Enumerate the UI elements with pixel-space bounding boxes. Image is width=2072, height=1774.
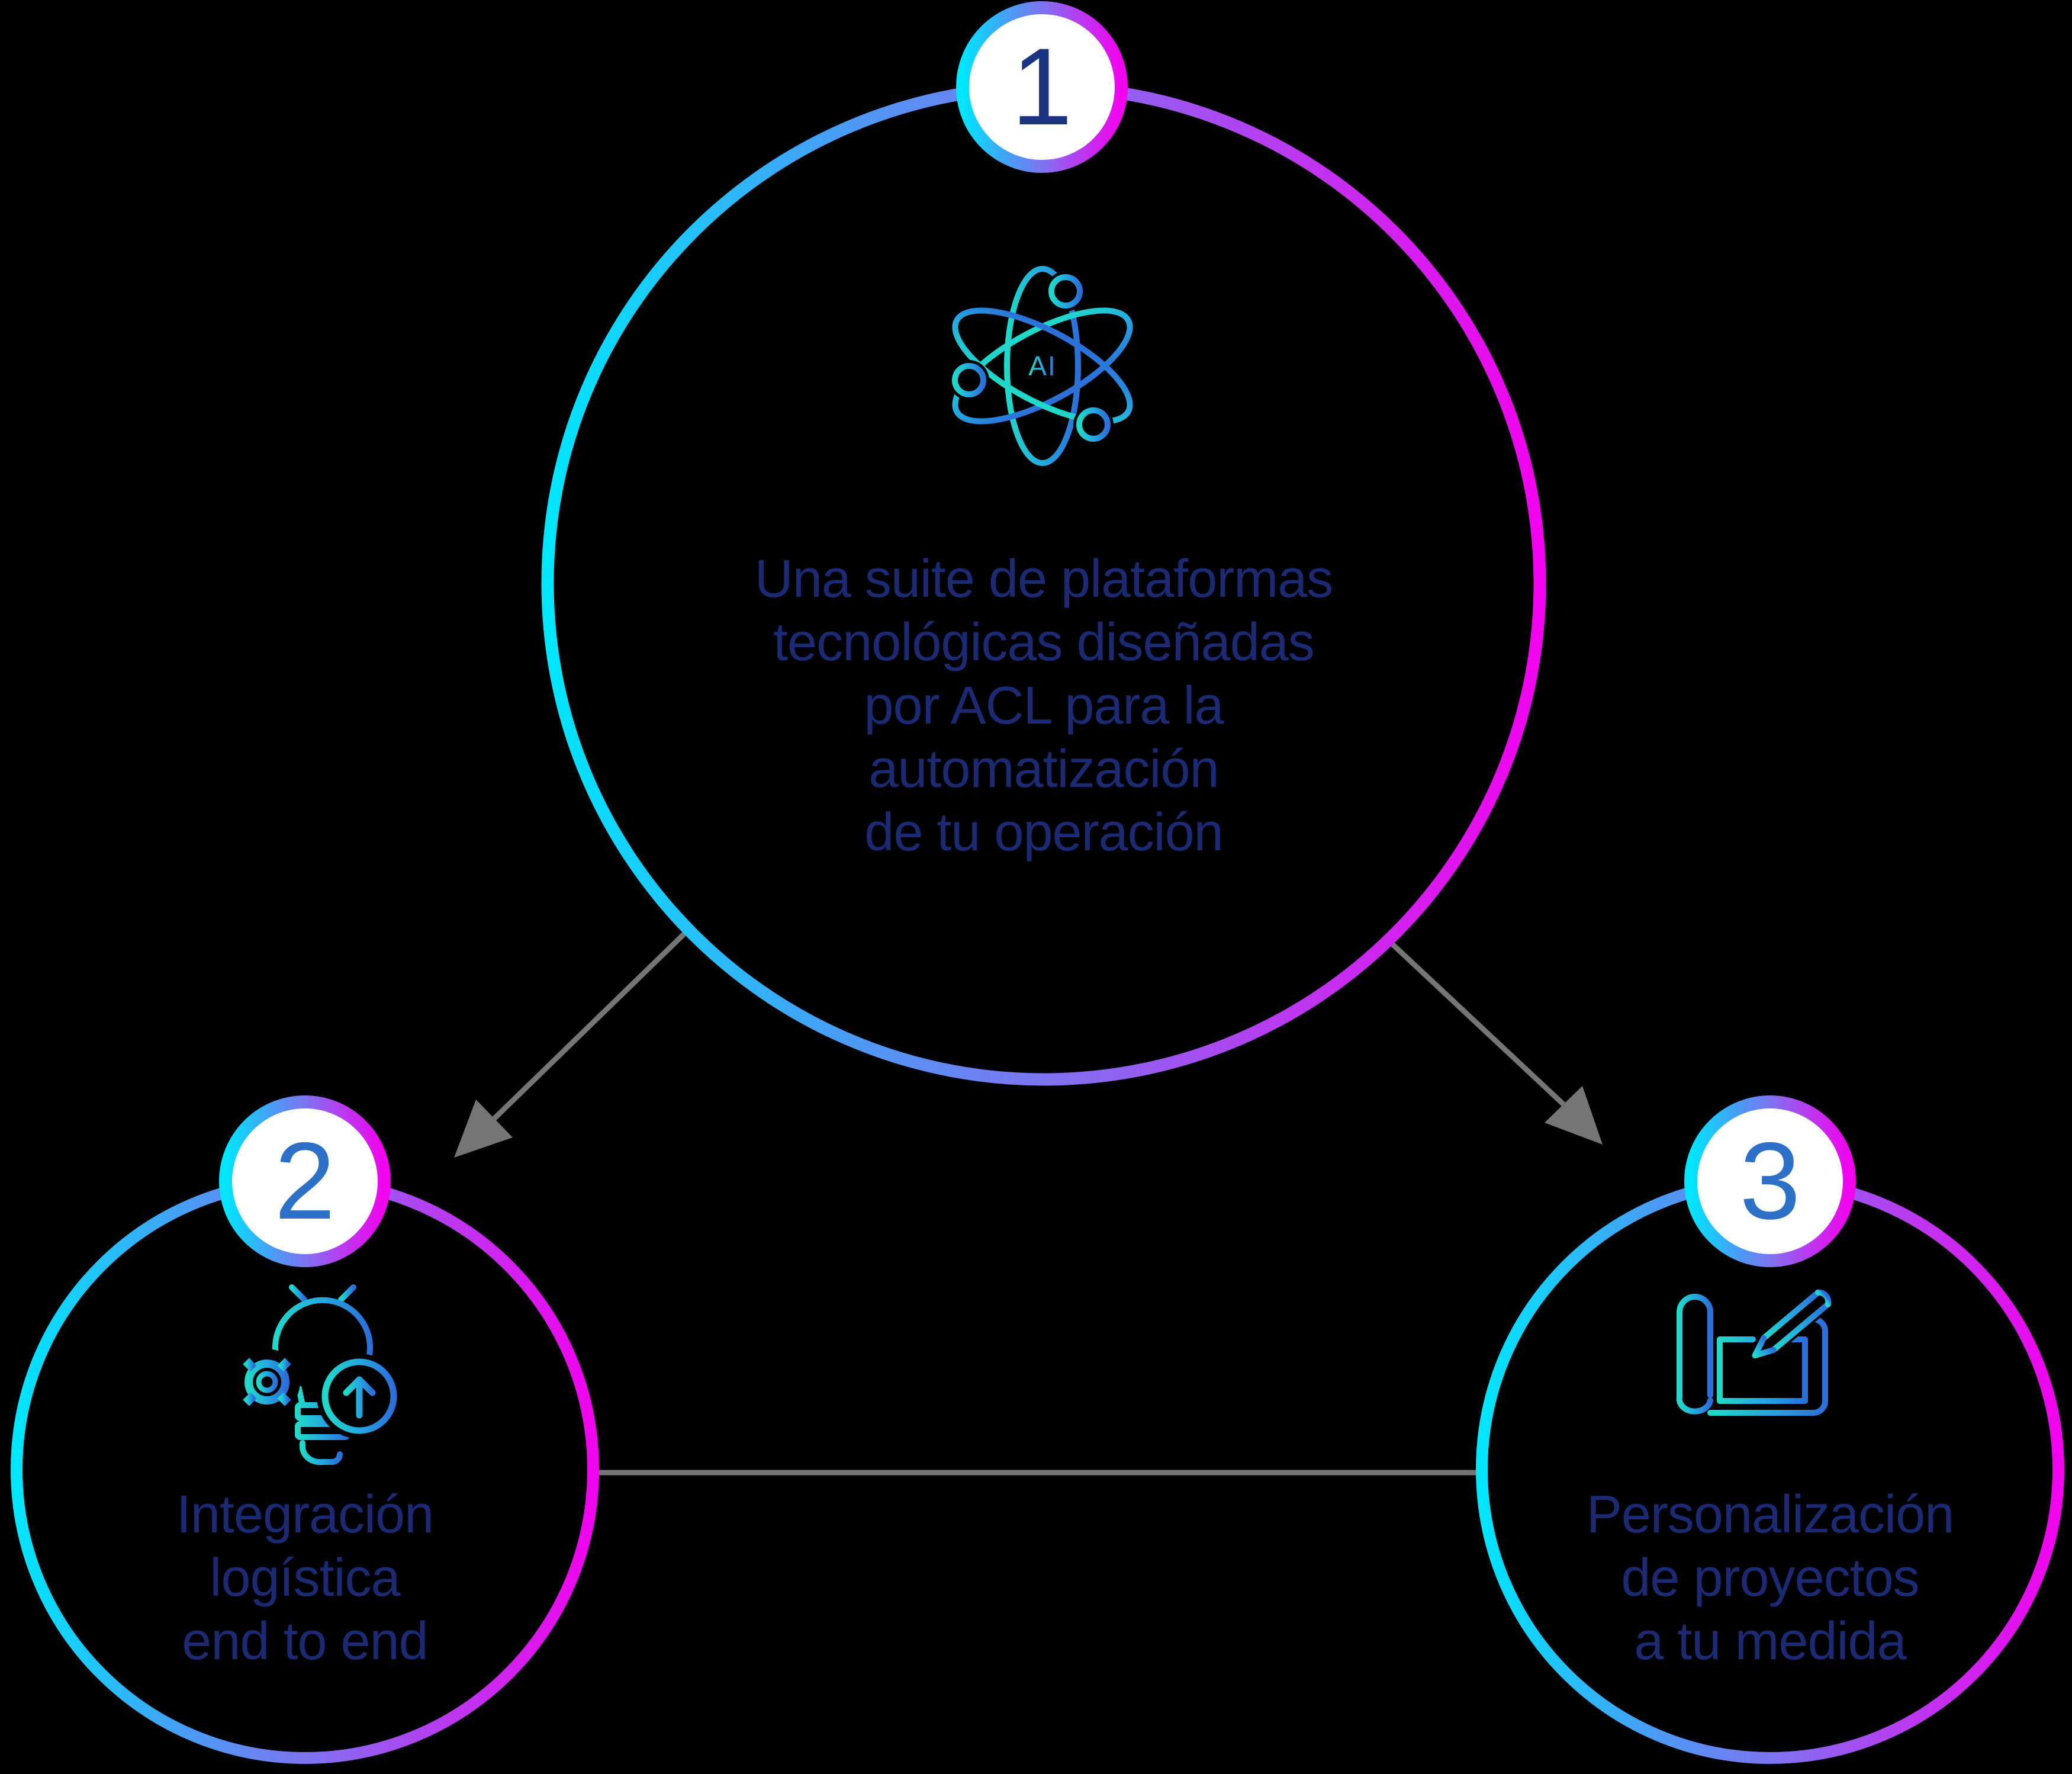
- bulb-base-cup: [299, 1440, 343, 1466]
- arrowhead-1-to-3: [1545, 1086, 1603, 1145]
- text-line: a tu medida: [1634, 1612, 1906, 1671]
- text-line: de proyectos: [1621, 1548, 1919, 1608]
- node3-description: Personalización de proyectos a tu medida: [1504, 1483, 2036, 1673]
- gear-tooth: [243, 1358, 257, 1372]
- gear-tooth: [277, 1392, 291, 1406]
- floorplan-outline: [1717, 1336, 1808, 1404]
- up-arrow-icon: [343, 1376, 376, 1419]
- electron-bottom-right: [1076, 407, 1111, 442]
- atom-orbit-right: [952, 307, 1133, 425]
- text-line: end to end: [182, 1612, 428, 1671]
- blueprint-pencil-icon: [1676, 1278, 1843, 1416]
- node2-badge: [219, 1095, 391, 1267]
- text-line: de tu operación: [864, 803, 1223, 862]
- connectors: [454, 927, 1603, 1476]
- text-line: por ACL para la: [864, 676, 1224, 735]
- arrowhead-1-to-2: [454, 1100, 513, 1158]
- text-line: Integración: [176, 1485, 434, 1544]
- gear-body: [244, 1360, 289, 1405]
- node2-description: Integración logística end to end: [38, 1483, 571, 1673]
- electron-top-right: [1048, 274, 1083, 308]
- idea-gear-icon: [234, 1274, 402, 1466]
- blueprint-roll: [1677, 1294, 1713, 1400]
- node1-number: 1: [1011, 26, 1073, 148]
- electron-left: [952, 363, 986, 397]
- text-line: Una suite de plataformas: [754, 549, 1334, 609]
- gear-tooth: [277, 1358, 291, 1372]
- pencil-eraser: [1815, 1289, 1832, 1307]
- bulb-ray-left: [289, 1284, 307, 1303]
- ai-label: AI: [1028, 351, 1056, 381]
- gear-hole: [256, 1371, 278, 1393]
- text-line: Personalización: [1586, 1485, 1954, 1544]
- pencil-tip-line: [1759, 1340, 1771, 1354]
- gear-teeth: [237, 1352, 297, 1412]
- blueprint-sheet: [1707, 1316, 1828, 1416]
- pencil: [1752, 1278, 1843, 1359]
- arrow-line-1-to-3: [1386, 938, 1566, 1107]
- text-line: tecnológicas diseñadas: [773, 613, 1315, 672]
- node3-badge: [1684, 1095, 1856, 1267]
- blueprint-roll-curl: [1676, 1394, 1713, 1415]
- text-line: logística: [210, 1548, 400, 1608]
- upgrade-circle: [321, 1358, 397, 1434]
- pencil-band: [1809, 1294, 1825, 1313]
- pencil-halo: [1758, 1278, 1843, 1356]
- ai-atom-icon: AI: [949, 266, 1133, 466]
- node1-description: Una suite de plataformas tecnológicas di…: [659, 548, 1428, 864]
- atom-orbit-vertical: [1004, 266, 1081, 466]
- atom-orbit-left: [952, 307, 1133, 425]
- text-line: automatización: [868, 740, 1219, 799]
- gear-tooth: [243, 1392, 257, 1406]
- node1-badge: [956, 1, 1128, 173]
- arrow-line-1-to-2: [492, 927, 691, 1121]
- node2-number: 2: [274, 1120, 336, 1242]
- pencil-body: [1761, 1289, 1831, 1353]
- bulb-ray-right: [338, 1284, 356, 1303]
- node3-number: 3: [1739, 1120, 1801, 1242]
